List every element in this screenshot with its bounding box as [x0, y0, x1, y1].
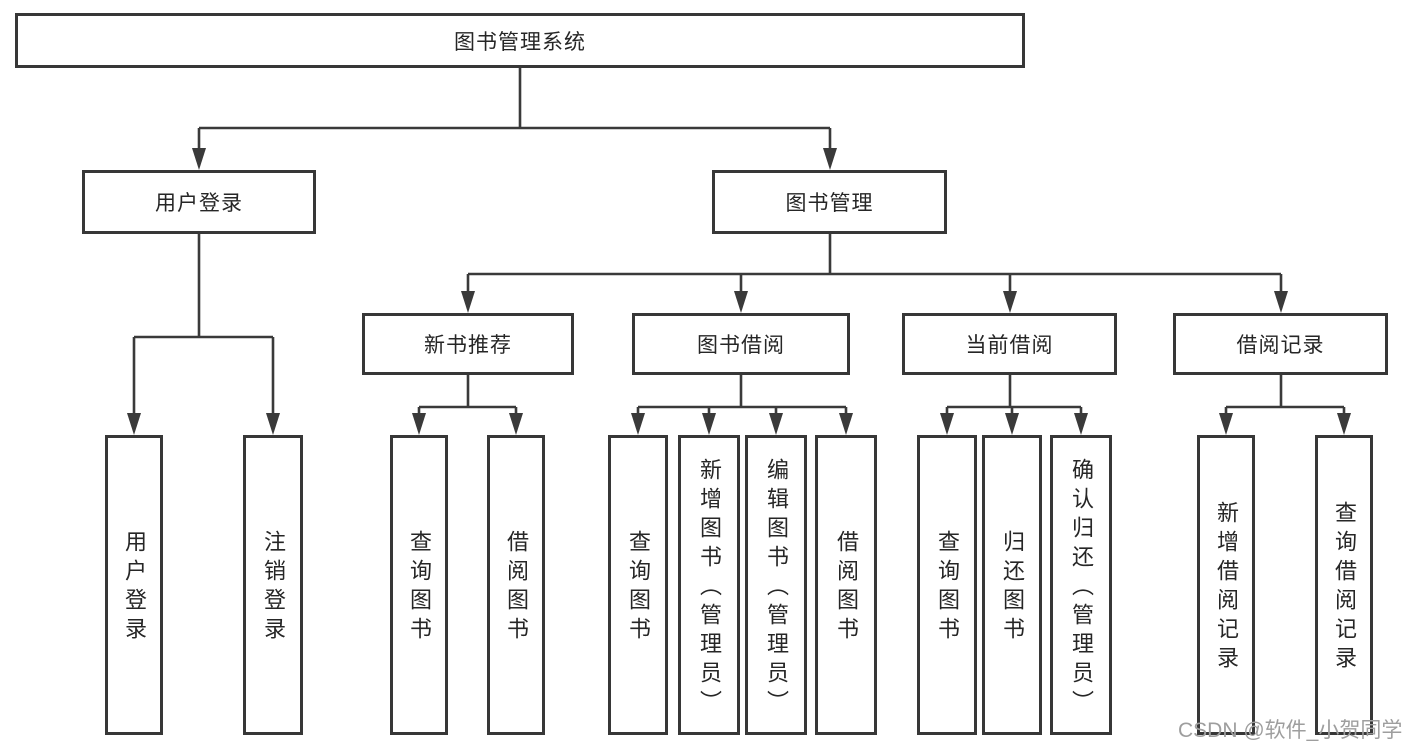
csdn-watermark: CSDN @软件_小贺同学 — [1178, 719, 1403, 742]
leaf-user-login: 用户登录 — [105, 435, 163, 735]
leaf-query-books-recommend: 查询图书 — [390, 435, 448, 735]
leaf-query-borrow-record: 查询借阅记录 — [1315, 435, 1373, 735]
leaf-add-book-admin: 新增图书（管理员） — [678, 435, 740, 735]
leaf-return-book: 归还图书 — [982, 435, 1042, 735]
leaf-add-borrow-record: 新增借阅记录 — [1197, 435, 1255, 735]
leaf-borrow-books: 借阅图书 — [815, 435, 877, 735]
node-borrow-records: 借阅记录 — [1173, 313, 1388, 375]
leaf-query-books-borrow: 查询图书 — [608, 435, 668, 735]
node-root-library-system: 图书管理系统 — [15, 13, 1025, 68]
node-book-borrow: 图书借阅 — [632, 313, 850, 375]
leaf-confirm-return-admin: 确认归还（管理员） — [1050, 435, 1112, 735]
node-current-borrow: 当前借阅 — [902, 313, 1117, 375]
leaf-edit-book-admin: 编辑图书（管理员） — [745, 435, 807, 735]
node-new-book-recommend: 新书推荐 — [362, 313, 574, 375]
node-book-management: 图书管理 — [712, 170, 947, 234]
leaf-query-books-current: 查询图书 — [917, 435, 977, 735]
leaf-logout: 注销登录 — [243, 435, 303, 735]
node-user-login: 用户登录 — [82, 170, 316, 234]
leaf-borrow-books-recommend: 借阅图书 — [487, 435, 545, 735]
